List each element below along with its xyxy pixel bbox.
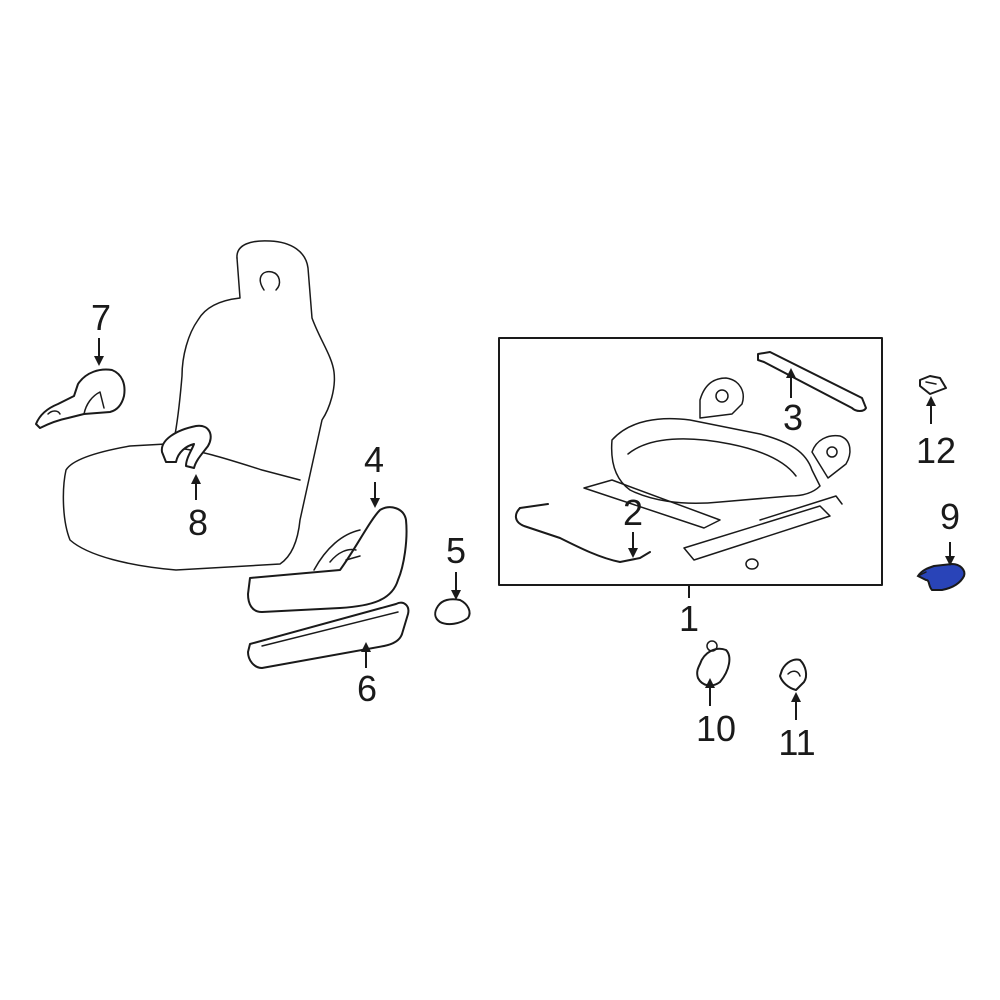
part-12-bracket <box>919 375 947 395</box>
callout-8: 8 <box>188 502 208 543</box>
callout-6: 6 <box>357 668 377 709</box>
part-4-side-shield <box>247 506 408 613</box>
part-11-clip <box>779 658 808 691</box>
callout-7: 7 <box>91 297 111 338</box>
callout-5: 5 <box>446 530 466 571</box>
callout-11: 11 <box>778 722 815 763</box>
part-8-handle <box>160 424 212 469</box>
callout-10: 10 <box>696 708 736 749</box>
part-2-wire <box>514 507 651 563</box>
callout-1: 1 <box>679 598 699 639</box>
callout-12: 12 <box>916 430 956 471</box>
callout-4: 4 <box>364 439 384 480</box>
callout-labels: 7 8 4 5 6 2 3 1 12 9 10 11 <box>91 297 960 763</box>
part-1-frame-assembly <box>498 337 883 586</box>
seat-outline <box>62 240 336 571</box>
part-9-cover <box>916 562 966 591</box>
callout-2: 2 <box>623 492 643 533</box>
part-10-cap <box>696 640 731 687</box>
part-6-lower-trim <box>247 601 410 669</box>
callout-9: 9 <box>940 496 960 537</box>
callout-arrows <box>94 338 955 720</box>
part-3-bar <box>757 351 867 412</box>
part-5-knob <box>434 598 471 626</box>
callout-3: 3 <box>783 397 803 438</box>
part-7-hinge-cover <box>35 368 126 429</box>
